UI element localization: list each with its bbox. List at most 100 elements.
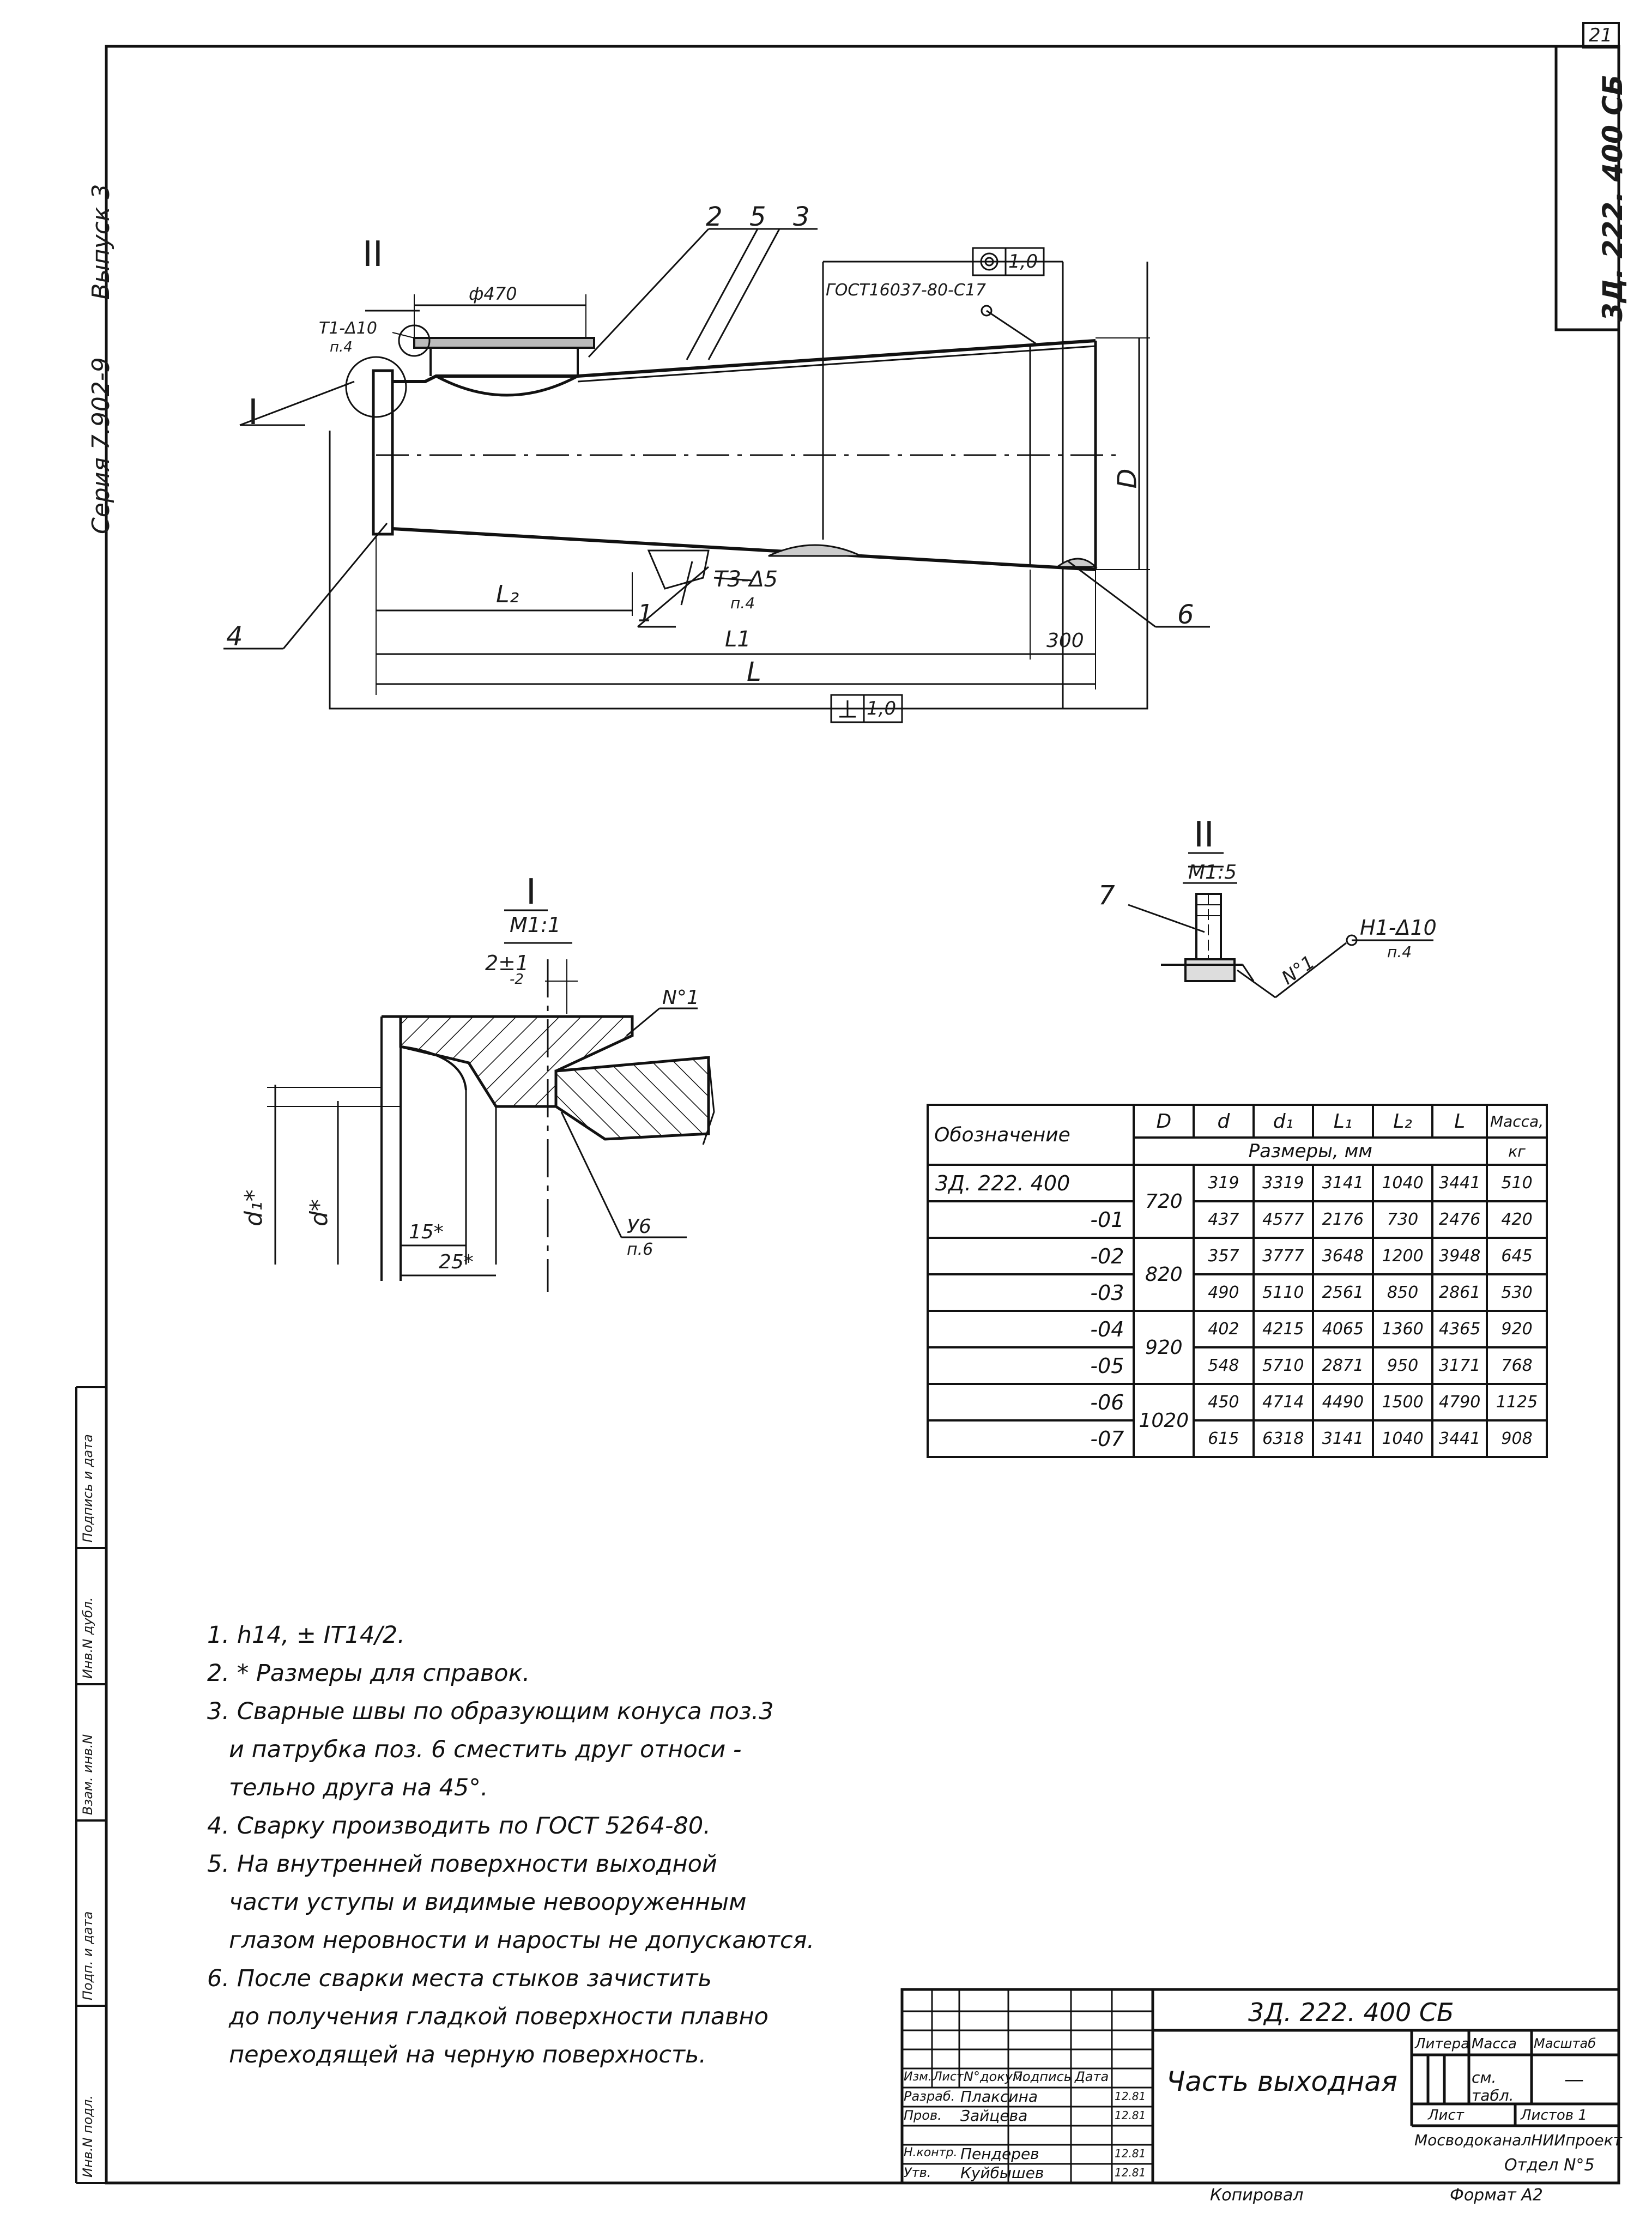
gost-reference: ГОСТ16037-80-С17 <box>826 281 986 300</box>
page-number: 21 <box>1589 25 1613 46</box>
col-izm: Изм. <box>904 2070 932 2084</box>
row-des: -04 <box>926 1310 1135 1348</box>
weld-U6-ref: п.6 <box>627 1240 653 1259</box>
header-designation: Обозначение <box>926 1104 1135 1166</box>
row-L1: 4065 <box>1312 1310 1374 1348</box>
org-name: МосводоканалНИИпроект <box>1414 2131 1622 2149</box>
corner-doc-code: 3Д. 222. 400 СБ <box>1597 74 1629 322</box>
detail-I-title: I <box>526 872 536 912</box>
row-mass: 768 <box>1486 1346 1548 1385</box>
detail-II-scale: М1:5 <box>1188 861 1237 884</box>
row-L2: 950 <box>1371 1346 1434 1385</box>
row-D: 1020 <box>1133 1383 1195 1458</box>
margin-inv-podl: Инв.N подл. <box>80 2095 95 2177</box>
row-des: -03 <box>926 1273 1135 1312</box>
massa-value: см. табл. <box>1472 2068 1514 2104</box>
masshtab-label: Масштаб <box>1534 2036 1596 2051</box>
row-des: -02 <box>926 1237 1135 1275</box>
row-L1: 3648 <box>1312 1237 1374 1275</box>
row-d1: 6318 <box>1252 1419 1315 1458</box>
position-6: 6 <box>1177 600 1194 630</box>
dim-L: L <box>747 657 761 687</box>
litera-label: Литера <box>1415 2036 1470 2052</box>
row-L: 2476 <box>1431 1200 1488 1239</box>
list-label: Лист <box>1428 2107 1464 2124</box>
specification-table: Обозначение D d d₁ L₁ L₂ L Масса, Размер… <box>926 1104 1548 1458</box>
row-L: 3948 <box>1431 1237 1488 1275</box>
position-5: 5 <box>749 202 766 232</box>
row-L2: 1500 <box>1371 1383 1434 1422</box>
row-d: 319 <box>1193 1164 1255 1202</box>
header-L1: L₁ <box>1312 1104 1374 1139</box>
row-des: -01 <box>926 1200 1135 1239</box>
row-d: 615 <box>1193 1419 1255 1458</box>
tolerance-perpendicularity: 1,0 <box>867 698 897 719</box>
sheet-frame <box>105 45 1620 2185</box>
row-d1: 5710 <box>1252 1346 1315 1385</box>
header-D: D <box>1133 1104 1195 1139</box>
row-d1: 3777 <box>1252 1237 1315 1275</box>
col-podp: Подпись <box>1013 2069 1072 2084</box>
detail-I-gap: 2±1 <box>485 951 529 975</box>
row-d1: 4714 <box>1252 1383 1315 1422</box>
detail-I-dim-25: 25* <box>439 1251 474 1273</box>
detail-I-d1: d₁* <box>240 1189 268 1226</box>
row-d: 402 <box>1193 1310 1255 1348</box>
row-mass: 920 <box>1486 1310 1548 1348</box>
razrab-name: Плаксина <box>960 2088 1038 2106</box>
position-2: 2 <box>706 202 723 232</box>
row-L1: 4490 <box>1312 1383 1374 1422</box>
note-line: глазом неровности и наросты не допускают… <box>229 1927 815 1954</box>
note-line: 5. На внутренней поверхности выходной <box>207 1850 717 1878</box>
note-line: 3. Сварные швы по образующим конуса поз.… <box>207 1698 774 1725</box>
title-doc-code: 3Д. 222. 400 СБ <box>1248 1998 1454 2027</box>
detail-II-title: II <box>1194 815 1214 855</box>
header-d1: d₁ <box>1252 1104 1315 1139</box>
row-d: 357 <box>1193 1237 1255 1275</box>
row-L2: 730 <box>1371 1200 1434 1239</box>
header-d: d <box>1193 1104 1255 1139</box>
listov-label: Листов 1 <box>1521 2107 1587 2124</box>
date-2: 12.81 <box>1115 2109 1146 2122</box>
row-L1: 2561 <box>1312 1273 1374 1312</box>
note-line: переходящей на черную поверхность. <box>229 2041 707 2068</box>
margin-inv-dubl: Инв.N дубл. <box>80 1597 95 1679</box>
row-d1: 5110 <box>1252 1273 1315 1312</box>
header-L: L <box>1431 1104 1488 1139</box>
row-mass: 645 <box>1486 1237 1548 1275</box>
row-mass: 530 <box>1486 1273 1548 1312</box>
date-1: 12.81 <box>1115 2090 1146 2103</box>
row-d: 450 <box>1193 1383 1255 1422</box>
dim-D: D <box>1112 468 1143 489</box>
date-3: 12.81 <box>1115 2147 1146 2160</box>
row-L1: 2871 <box>1312 1346 1374 1385</box>
utv-role: Утв. <box>904 2165 931 2180</box>
row-d1: 4577 <box>1252 1200 1315 1239</box>
row-mass: 510 <box>1486 1164 1548 1202</box>
position-4: 4 <box>226 621 243 652</box>
row-D: 820 <box>1133 1237 1195 1312</box>
note-line: и патрубка поз. 6 сместить друг относи - <box>229 1736 742 1763</box>
nkontr-role: Н.контр. <box>904 2146 958 2160</box>
row-L2: 1360 <box>1371 1310 1434 1348</box>
row-L: 4365 <box>1431 1310 1488 1348</box>
detail-I-d: d* <box>305 1199 333 1226</box>
row-L: 3171 <box>1431 1346 1488 1385</box>
row-D: 720 <box>1133 1164 1195 1239</box>
dim-300: 300 <box>1046 630 1084 652</box>
position-1: 1 <box>638 600 653 627</box>
row-L1: 3141 <box>1312 1419 1374 1458</box>
row-des: -07 <box>926 1419 1135 1458</box>
position-7: 7 <box>1098 880 1115 911</box>
copied-label: Копировал <box>1210 2186 1304 2205</box>
corner-code-box <box>1554 45 1620 331</box>
row-d: 437 <box>1193 1200 1255 1239</box>
col-data: Дата <box>1075 2069 1109 2084</box>
note-line: 2. * Размеры для справок. <box>207 1660 530 1687</box>
detail-I-gap-lower: -2 <box>510 971 524 988</box>
row-L: 4790 <box>1431 1383 1488 1422</box>
row-mass: 908 <box>1486 1419 1548 1458</box>
view-marker-II: II <box>362 234 383 275</box>
massa-label: Масса <box>1472 2036 1517 2052</box>
